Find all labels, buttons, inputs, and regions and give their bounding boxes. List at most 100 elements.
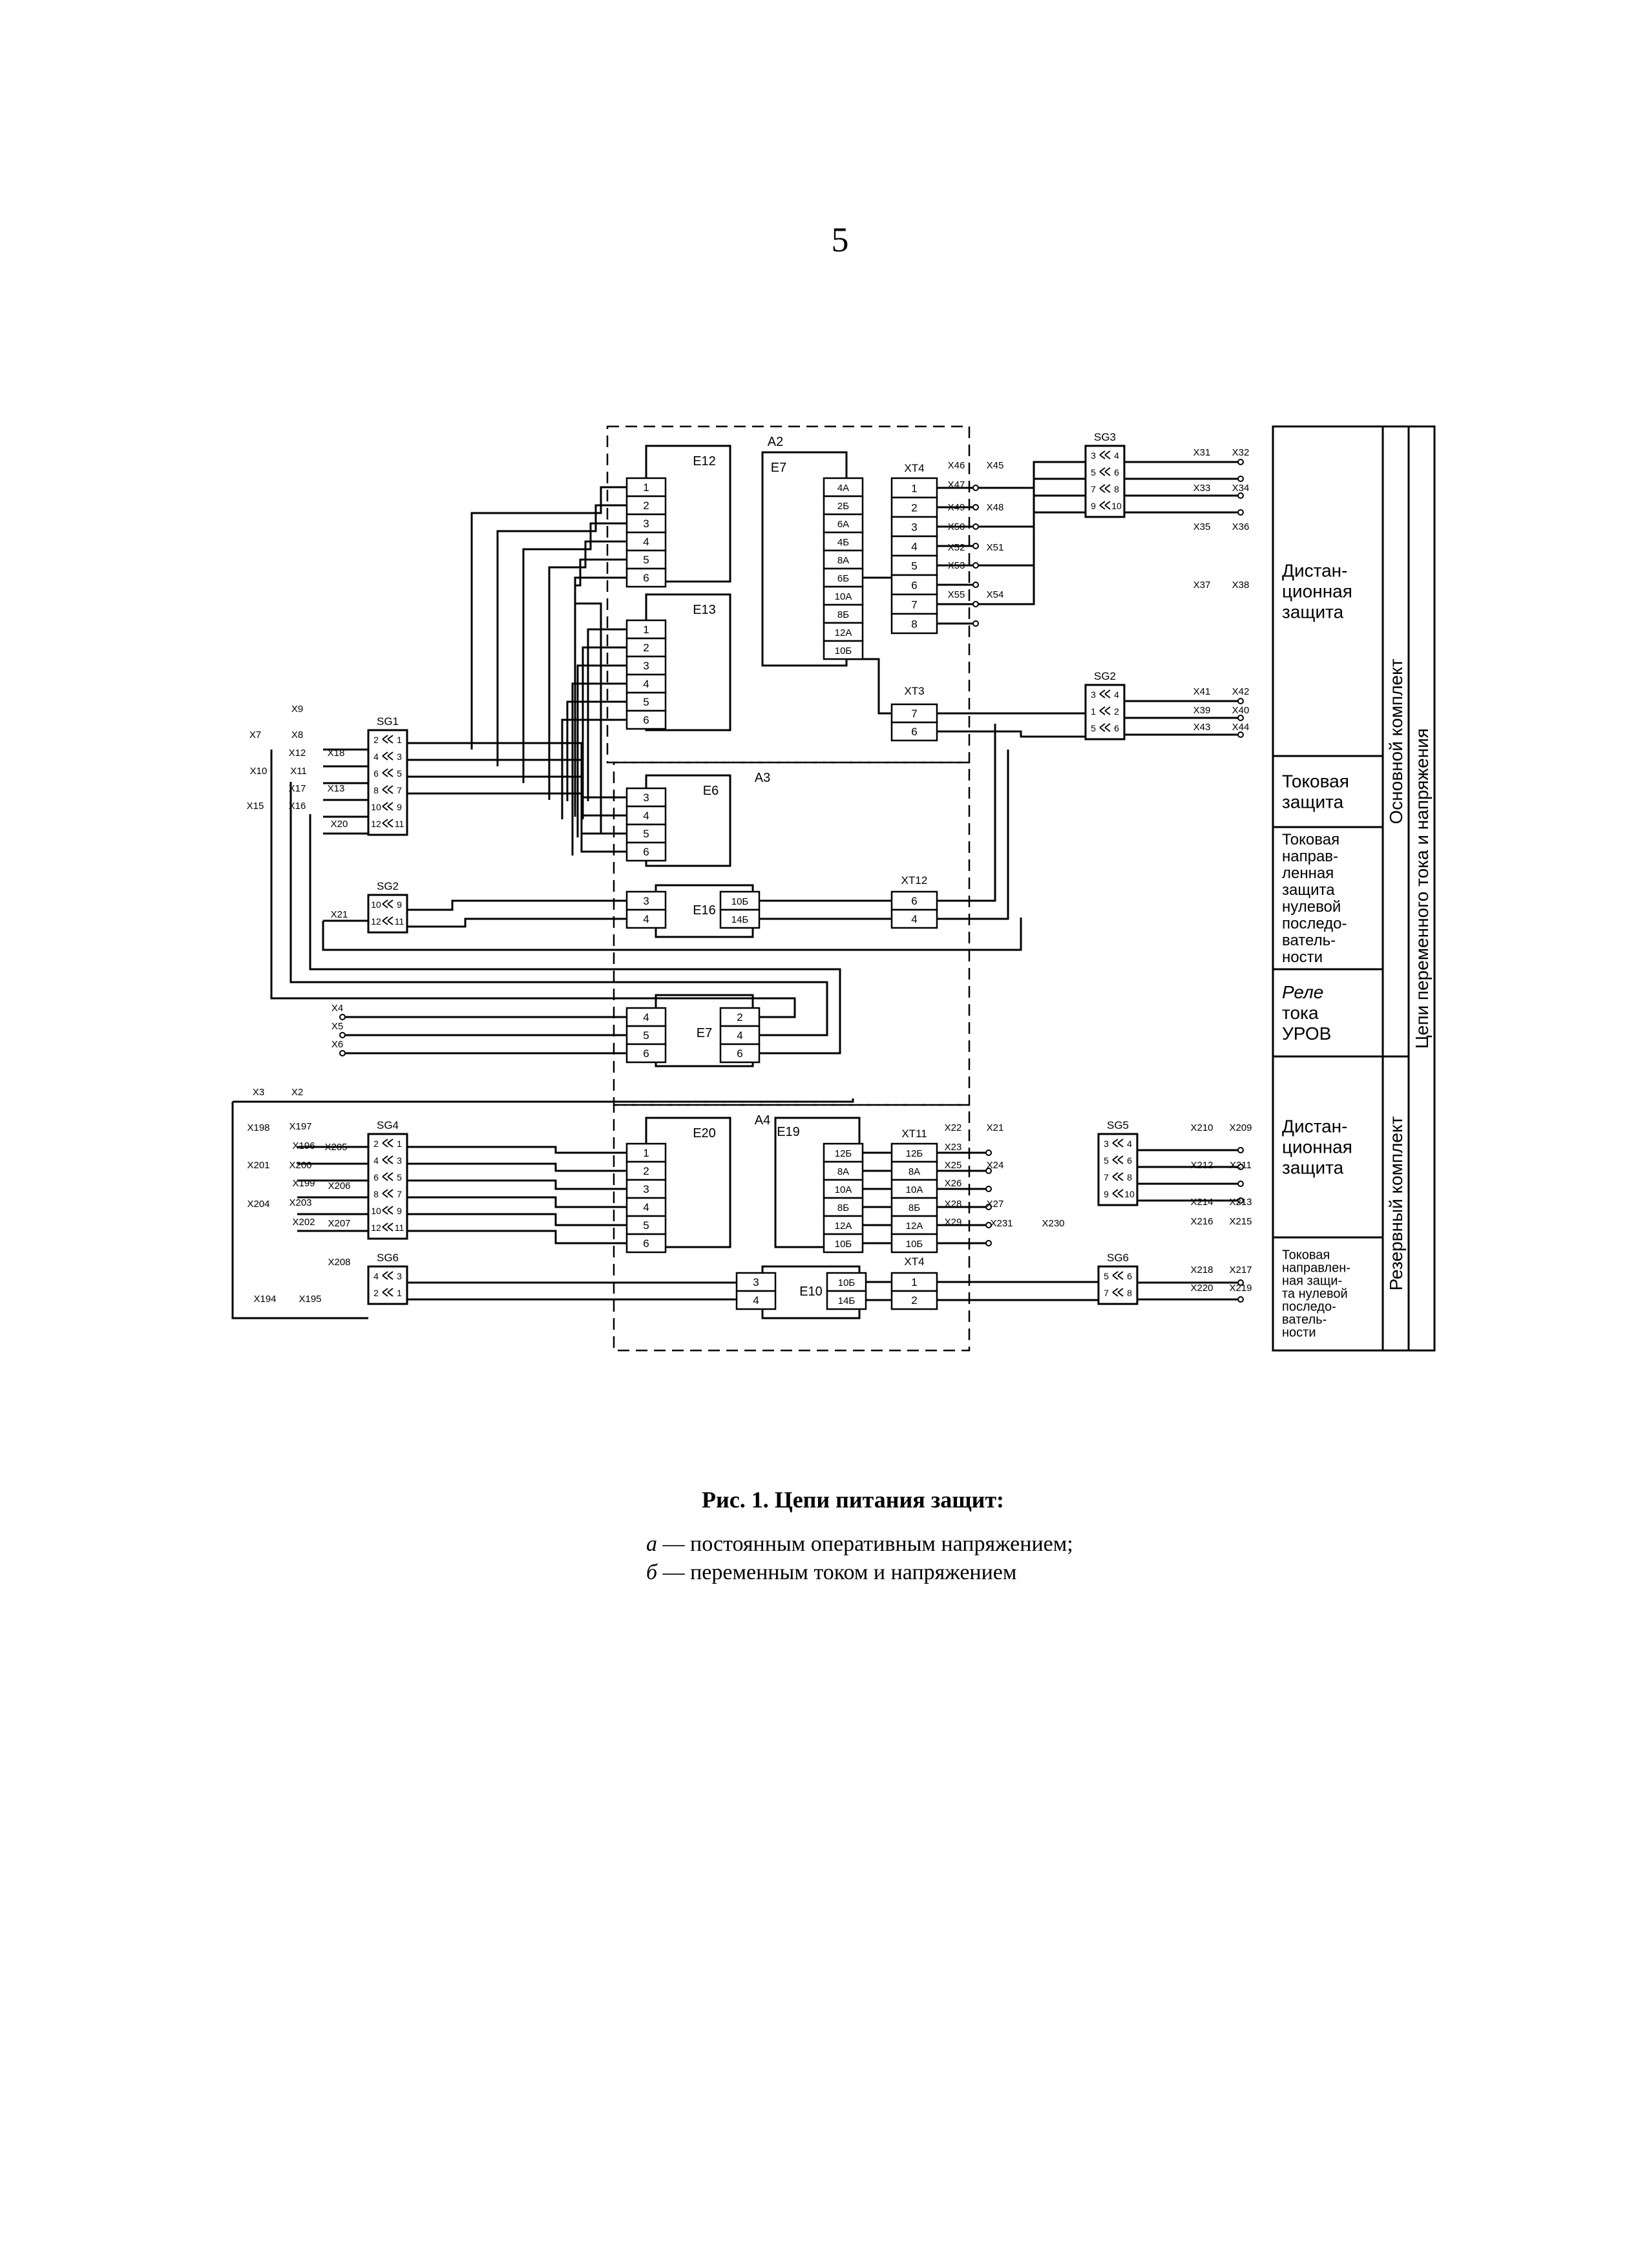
xt4b-pin [890, 1290, 938, 1310]
switch-sg1-contact [382, 751, 394, 761]
terminal-label-x219: X219 [1229, 1283, 1252, 1294]
e20-pin-label: 5 [643, 1219, 649, 1232]
terminal-label-x54: X54 [987, 589, 1004, 600]
wire-xt4-sg3 [976, 461, 1086, 489]
e6-pin [625, 823, 667, 844]
terminal-node [339, 1032, 346, 1038]
terminal-node [985, 1168, 992, 1174]
switch-sg1-contact [382, 819, 394, 828]
terminal-label-x41: X41 [1193, 686, 1211, 697]
switch-sg3-right-pin: 10 [1111, 501, 1122, 511]
switch-sg3-right-pin: 6 [1114, 467, 1119, 478]
terminal-label-x21: X21 [331, 909, 348, 920]
terminal-label-x49: X49 [948, 502, 965, 513]
switch-sg3-left-pin: 9 [1091, 501, 1096, 511]
switch-sg3-contact [1099, 501, 1111, 510]
terminal-label-x216: X216 [1190, 1216, 1213, 1227]
legend-line: защита [1282, 1158, 1344, 1178]
terminal-label-x212: X212 [1190, 1160, 1213, 1171]
switch-sg4-contact [382, 1139, 394, 1148]
switch-sg5-right-pin: 8 [1127, 1172, 1132, 1182]
switch-sg4-left-pin: 12 [371, 1223, 381, 1233]
terminal-label-x211: X211 [1230, 1160, 1252, 1171]
terminal-label-x21b: X21 [987, 1122, 1004, 1133]
legend-line: нулевой [1282, 898, 1341, 916]
wire-e13-e6 [582, 646, 627, 819]
switch-sg4-right-pin: 11 [395, 1223, 404, 1233]
terminal-label-x28: X28 [945, 1199, 962, 1210]
xt12-pin [890, 908, 938, 929]
switch-sg3-contact [1099, 467, 1111, 476]
switch-sg4-left-pin: 6 [373, 1172, 379, 1182]
e19-pin-label: 10Б [835, 1239, 852, 1250]
block-e19-label: E19 [777, 1125, 800, 1139]
switch-sg5-contact [1112, 1172, 1124, 1181]
legend-line: та нулевой [1282, 1287, 1348, 1301]
terminal-node [339, 1014, 346, 1020]
xt4-pin [890, 516, 938, 538]
e7-pin-label: 6Б [837, 573, 849, 584]
caption-letter-a: а [646, 1532, 657, 1556]
e19-pin [823, 1197, 864, 1217]
wiring-diagram: A2A3A4E12123456E74A2Б6A4Б8A6Б10A8Б12A10Б… [231, 425, 1436, 1352]
terminal-label-x18: X18 [328, 748, 345, 759]
switch-sg1-left-pin: 4 [373, 751, 379, 762]
terminal-node [1237, 492, 1244, 499]
switch-sg3-label: SG3 [1094, 431, 1116, 443]
switch-sg1-left-pin: 8 [373, 785, 379, 795]
wire-sg4-e20 [407, 1230, 627, 1244]
wire-e13-e6 [587, 628, 627, 801]
terminal-node [985, 1204, 992, 1210]
e19-pin-label: 10A [835, 1184, 852, 1195]
xt11-pin-label: 8Б [909, 1202, 920, 1213]
legend-line: защита [1282, 602, 1344, 622]
e12-pin [625, 513, 667, 534]
e20-pin-label: 6 [643, 1237, 649, 1250]
terminal-label-x194: X194 [253, 1294, 276, 1305]
xt3-label: XT3 [904, 685, 924, 697]
terminal-label-x198: X198 [247, 1122, 269, 1133]
switch-sg2 [367, 894, 408, 934]
e7mid-left-pin [625, 1025, 667, 1045]
caption-text-b: — переменным током и напряжением [657, 1560, 1017, 1584]
switch-sg3-contact [1099, 484, 1111, 493]
switch-sg3-right-pin: 4 [1114, 450, 1119, 461]
switch-sg6-contact [382, 1288, 394, 1297]
switch-sg1-right-pin: 9 [397, 802, 402, 812]
switch-sg3-left-pin: 5 [1091, 467, 1096, 478]
legend-line: защита [1282, 792, 1344, 812]
e16-right-pin-label: 14Б [731, 914, 749, 925]
terminal-label-x55: X55 [948, 589, 965, 600]
module-a4-frame [613, 1104, 971, 1352]
e12-pin-label: 4 [643, 536, 649, 548]
terminal-label-x35: X35 [1193, 521, 1211, 532]
switch-sg3 [1084, 445, 1126, 518]
terminal-label-x38: X38 [1232, 580, 1250, 591]
switch-sg5-contact [1112, 1139, 1124, 1148]
e7mid-right-pin-label: 4 [737, 1029, 742, 1042]
xt11-label: XT11 [901, 1128, 927, 1140]
wire-sg4-e20 [407, 1146, 627, 1154]
e16-left-pin [625, 908, 667, 929]
block-e6-label: E6 [703, 784, 719, 798]
switch-sg2-label: SG2 [377, 880, 399, 892]
legend-line: Дистан- [1282, 561, 1347, 581]
switch-sg4-contact [382, 1223, 394, 1232]
e7mid-right-pin-label: 6 [737, 1047, 742, 1060]
terminal-node [972, 582, 979, 588]
switch-sg1-right-pin: 3 [397, 751, 402, 762]
switch-sg5-label: SG5 [1107, 1119, 1129, 1131]
e7-pin-label: 8A [837, 555, 849, 566]
e7mid-left-pin-label: 4 [643, 1011, 649, 1024]
terminal-label-x6: X6 [331, 1039, 343, 1050]
terminal-node [1237, 715, 1244, 721]
terminal-node [985, 1222, 992, 1228]
e7-pin-label: 4Б [837, 537, 849, 548]
e7-pin [823, 549, 864, 570]
wire-sg1-e6 [407, 759, 627, 817]
wire-x3-x2 [233, 1098, 854, 1103]
switch-sg2b-left-pin: 5 [1091, 723, 1096, 733]
e13-pin-label: 6 [643, 714, 649, 726]
switch-sg5-right-pin: 10 [1124, 1189, 1135, 1199]
terminal-label-x197: X197 [289, 1121, 311, 1132]
